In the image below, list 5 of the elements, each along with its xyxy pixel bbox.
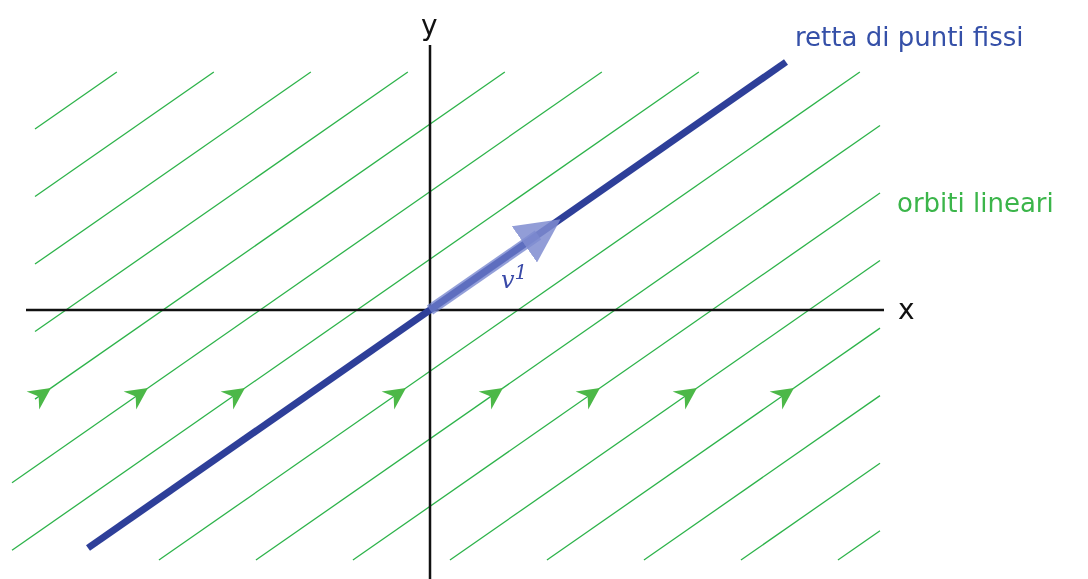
axis-label: y	[421, 12, 438, 40]
line-label: retta di punti fissi	[795, 24, 1024, 50]
axis-label: x	[898, 296, 915, 324]
vector-label: v$^{1}$	[501, 262, 528, 292]
orbit-label: orbiti lineari	[897, 190, 1054, 216]
